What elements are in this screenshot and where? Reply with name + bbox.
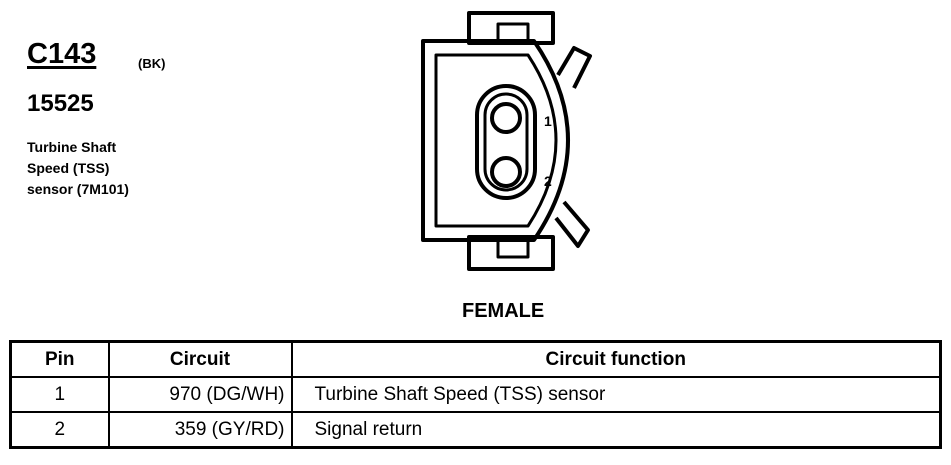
lower-locking-tab xyxy=(554,200,590,248)
header-circuit-function: Circuit function xyxy=(290,340,942,378)
part-number: 15525 xyxy=(27,90,94,117)
connector-id: C143 xyxy=(27,38,97,70)
upper-locking-tab xyxy=(556,46,592,89)
pin-2-terminal xyxy=(490,156,522,188)
connector-body xyxy=(421,11,592,271)
pinout-table: Pin Circuit Circuit function 1 970 (DG/W… xyxy=(9,340,942,449)
connector-housing xyxy=(421,39,570,242)
header-circuit: Circuit xyxy=(107,340,293,378)
pin-2-label: 2 xyxy=(544,173,552,189)
view-label: FEMALE xyxy=(462,300,545,322)
description-line-1: Turbine Shaft xyxy=(27,139,117,155)
circuit-cell: 970 (DG/WH) xyxy=(107,376,293,413)
function-cell: Signal return xyxy=(290,411,942,449)
housing-inner-wall xyxy=(434,53,558,228)
header-pin: Pin xyxy=(9,340,110,378)
circuit-cell: 359 (GY/RD) xyxy=(107,411,293,449)
description-line-3: sensor (7M101) xyxy=(27,181,129,197)
connector-color: (BK) xyxy=(138,56,166,71)
table-header-row: Pin Circuit Circuit function xyxy=(9,340,942,378)
top-latch-block xyxy=(467,11,555,45)
pin-cavity xyxy=(475,84,537,200)
description-line-2: Speed (TSS) xyxy=(27,160,110,176)
pin-1-terminal xyxy=(490,102,522,134)
table-row: 1 970 (DG/WH) Turbine Shaft Speed (TSS) … xyxy=(9,376,942,413)
component-description: Turbine Shaft Speed (TSS) sensor (7M101) xyxy=(27,137,129,200)
function-cell: Turbine Shaft Speed (TSS) sensor xyxy=(290,376,942,413)
pin-cell: 1 xyxy=(9,376,110,413)
table-row: 2 359 (GY/RD) Signal return xyxy=(9,411,942,449)
pin-cell: 2 xyxy=(9,411,110,449)
pin-1-label: 1 xyxy=(544,113,552,129)
